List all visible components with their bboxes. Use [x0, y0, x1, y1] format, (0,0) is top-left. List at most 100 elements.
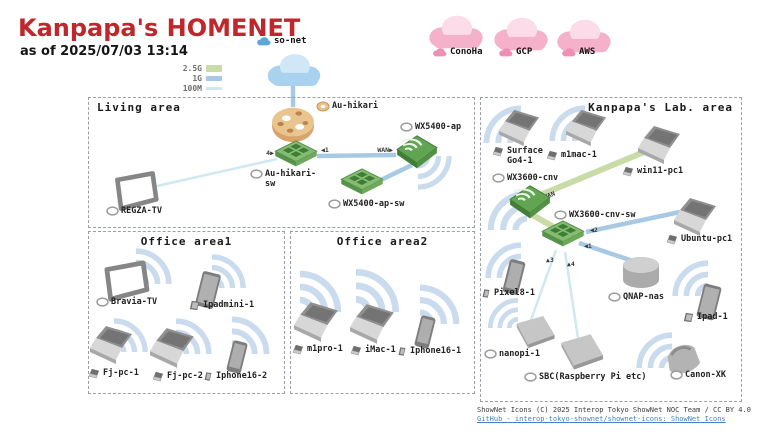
- device-name: Fj-pc-2: [167, 371, 203, 381]
- board-icon: [549, 334, 603, 372]
- laptop-glyph-icon: [350, 345, 363, 356]
- device-name: Ubuntu-pc1: [681, 234, 733, 244]
- ap-icon: [507, 184, 553, 222]
- laptop-icon: [294, 300, 342, 344]
- phone-glyph-icon: [480, 288, 492, 299]
- oval-glyph-icon: [554, 210, 567, 220]
- tv-icon: [98, 260, 152, 302]
- device-name: Canon-XK: [685, 370, 726, 380]
- device-label-canon-xk: Canon-XK: [670, 370, 726, 380]
- laptop-glyph-icon: [546, 150, 559, 161]
- port-label: ▲4: [567, 260, 575, 268]
- link-wx3600-cnv-sw--ubuntu-pc1: [585, 209, 681, 235]
- laptop-icon: [350, 302, 398, 346]
- github-link[interactable]: GitHub - interop-tokyo-shownet/shownet-i…: [477, 415, 726, 423]
- device-name: Ipad-1: [697, 312, 728, 322]
- device-name: WX3600-cnv-sw: [569, 210, 636, 220]
- oval-glyph-icon: [670, 370, 683, 380]
- donut-glyph-icon: [316, 101, 330, 112]
- area-label-office2: Office area2: [336, 235, 429, 248]
- oval-glyph-icon: [250, 169, 263, 179]
- timestamp: as of 2025/07/03 13:14: [20, 44, 188, 59]
- cloud-label-conoha: ConoHa: [432, 47, 483, 57]
- link-wx3600-cnv-sw--sbc: [563, 251, 580, 339]
- oval-glyph-icon: [328, 199, 341, 209]
- port-label: ▲3: [546, 256, 554, 264]
- legend-row-1g: 1G: [140, 73, 222, 83]
- cloud-name: so-net: [274, 36, 307, 46]
- port-label: 4▶: [266, 149, 274, 157]
- cloud-name: ConoHa: [450, 47, 483, 57]
- link-wx3600-cnv--win11-pc1: [531, 147, 651, 201]
- area-living: Living area: [88, 97, 475, 228]
- nas-icon: [620, 254, 662, 292]
- legend-row-100m: 100M: [140, 83, 222, 93]
- device-name: Iphone16-2: [216, 371, 268, 381]
- phone-icon: [224, 338, 250, 376]
- device-name: iMac-1: [365, 345, 396, 355]
- printer-icon: [659, 338, 705, 378]
- legend-label: 1G: [192, 73, 202, 83]
- device-name: m1mac-1: [561, 150, 597, 160]
- laptop-icon: [150, 326, 198, 370]
- device-name: Au-hikari: [332, 101, 379, 111]
- so-net-label: so-net: [256, 36, 307, 46]
- legend-swatch-2-5g: [206, 64, 222, 72]
- area-office2: Office area2: [290, 231, 475, 394]
- legend-label: 100M: [182, 83, 202, 93]
- device-name: WX5400-ap-sw: [343, 199, 405, 209]
- phone-icon: [412, 312, 438, 352]
- device-label-au-hikari-sw: Au-hikari-sw: [250, 169, 316, 189]
- area-label-living: Living area: [97, 101, 181, 114]
- port-label: ◀2: [590, 226, 598, 234]
- link-wx3600-cnv-sw--nanopi-1: [529, 249, 558, 321]
- device-label-wx3600-cnv-sw: WX3600-cnv-sw: [554, 210, 636, 220]
- link-regza-tv--au-hikari-sw: [156, 157, 278, 188]
- device-name: Ipadmini-1: [203, 300, 255, 310]
- cloud-gcp: [490, 14, 552, 54]
- phone-icon: [500, 258, 528, 296]
- device-label-ubuntu-pc1: Ubuntu-pc1: [666, 234, 732, 245]
- speed-legend: 2.5G 1G 100M: [140, 63, 222, 93]
- oval-glyph-icon: [96, 297, 109, 307]
- tv-icon: [110, 170, 160, 212]
- phone-glyph-icon: [202, 371, 214, 382]
- cloud-icon: [561, 47, 576, 57]
- area-office1: Office area1: [88, 231, 285, 394]
- credit-text: ShowNet Icons (C) 2025 Interop Tokyo Sho…: [477, 406, 751, 414]
- cloud-aws: [553, 16, 615, 56]
- device-label-wx5400-ap-sw: WX5400-ap-sw: [328, 199, 404, 209]
- device-label-wx3600-cnv: WX3600-cnv: [492, 173, 558, 183]
- device-label-iphone16-2: Iphone16-2: [202, 371, 267, 382]
- port-label: ◀1: [321, 146, 329, 154]
- laptop-icon: [638, 124, 684, 166]
- device-label-fj-pc-1: Fj-pc-1: [88, 368, 139, 379]
- legend-swatch-1g: [206, 75, 222, 81]
- switch-icon: [340, 168, 384, 200]
- oval-glyph-icon: [400, 122, 413, 132]
- device-label-bravia-tv: Bravia-TV: [96, 297, 157, 307]
- port-label: WAN▶: [377, 146, 393, 154]
- device-label-win11-pc1: win11-pc1: [622, 166, 683, 177]
- device-name: WX5400-ap: [415, 122, 462, 132]
- laptop-icon: [90, 324, 136, 366]
- device-label-iphone16-1: Iphone16-1: [396, 346, 461, 357]
- device-name: QNAP-nas: [623, 292, 664, 302]
- device-label-pixel8-1: Pixel8-1: [480, 288, 535, 299]
- device-label-au-hikari: Au-hikari: [316, 101, 378, 112]
- device-name: WX3600-cnv: [507, 173, 559, 183]
- device-label-nanopi-1: nanopi-1: [484, 349, 540, 359]
- device-name: SBC(Raspberry Pi etc): [539, 372, 647, 382]
- oval-glyph-icon: [524, 372, 537, 382]
- legend-label: 2.5G: [182, 63, 202, 73]
- link-au-hikari-sw--wx5400-ap: [316, 152, 397, 159]
- device-name: nanopi-1: [499, 349, 540, 359]
- cloud-conoha: [424, 12, 488, 52]
- so-net-cloud-icon: [264, 50, 324, 90]
- tablet-icon: [695, 283, 723, 321]
- switch-icon: [274, 140, 318, 172]
- device-label-fj-pc-2: Fj-pc-2: [152, 371, 203, 382]
- laptop-glyph-icon: [292, 344, 305, 355]
- device-label-wx5400-ap: WX5400-ap: [400, 122, 461, 132]
- cloud-name: GCP: [516, 47, 533, 57]
